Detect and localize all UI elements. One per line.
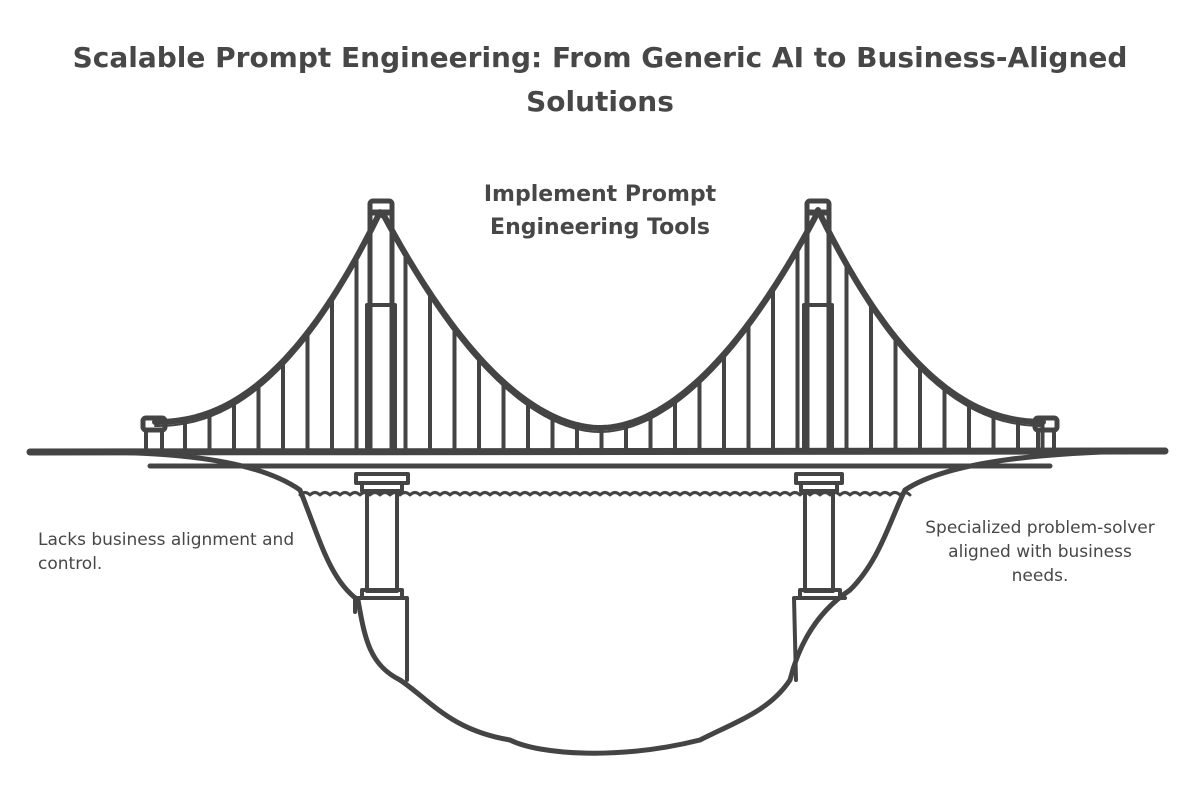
main-cable-inner (154, 213, 1044, 433)
right-tower (802, 198, 834, 455)
right-note: Specialized problem-solver aligned with … (925, 518, 1155, 586)
left-note: Lacks business alignment and control. (38, 530, 295, 574)
valley-outline (27, 447, 1168, 756)
left-anchor (140, 415, 168, 452)
left-tower (365, 198, 397, 455)
left-pier (353, 472, 410, 682)
main-deck (26, 447, 1169, 456)
main-cable (152, 207, 1046, 431)
diagram-title: Scalable Prompt Engineering: From Generi… (72, 41, 1128, 118)
center-label: Implement Prompt Engineering Tools (483, 182, 717, 240)
water-line (298, 491, 912, 497)
bridge-hangers (183, 248, 1045, 452)
right-anchor (1032, 415, 1060, 452)
right-pier (792, 472, 847, 682)
